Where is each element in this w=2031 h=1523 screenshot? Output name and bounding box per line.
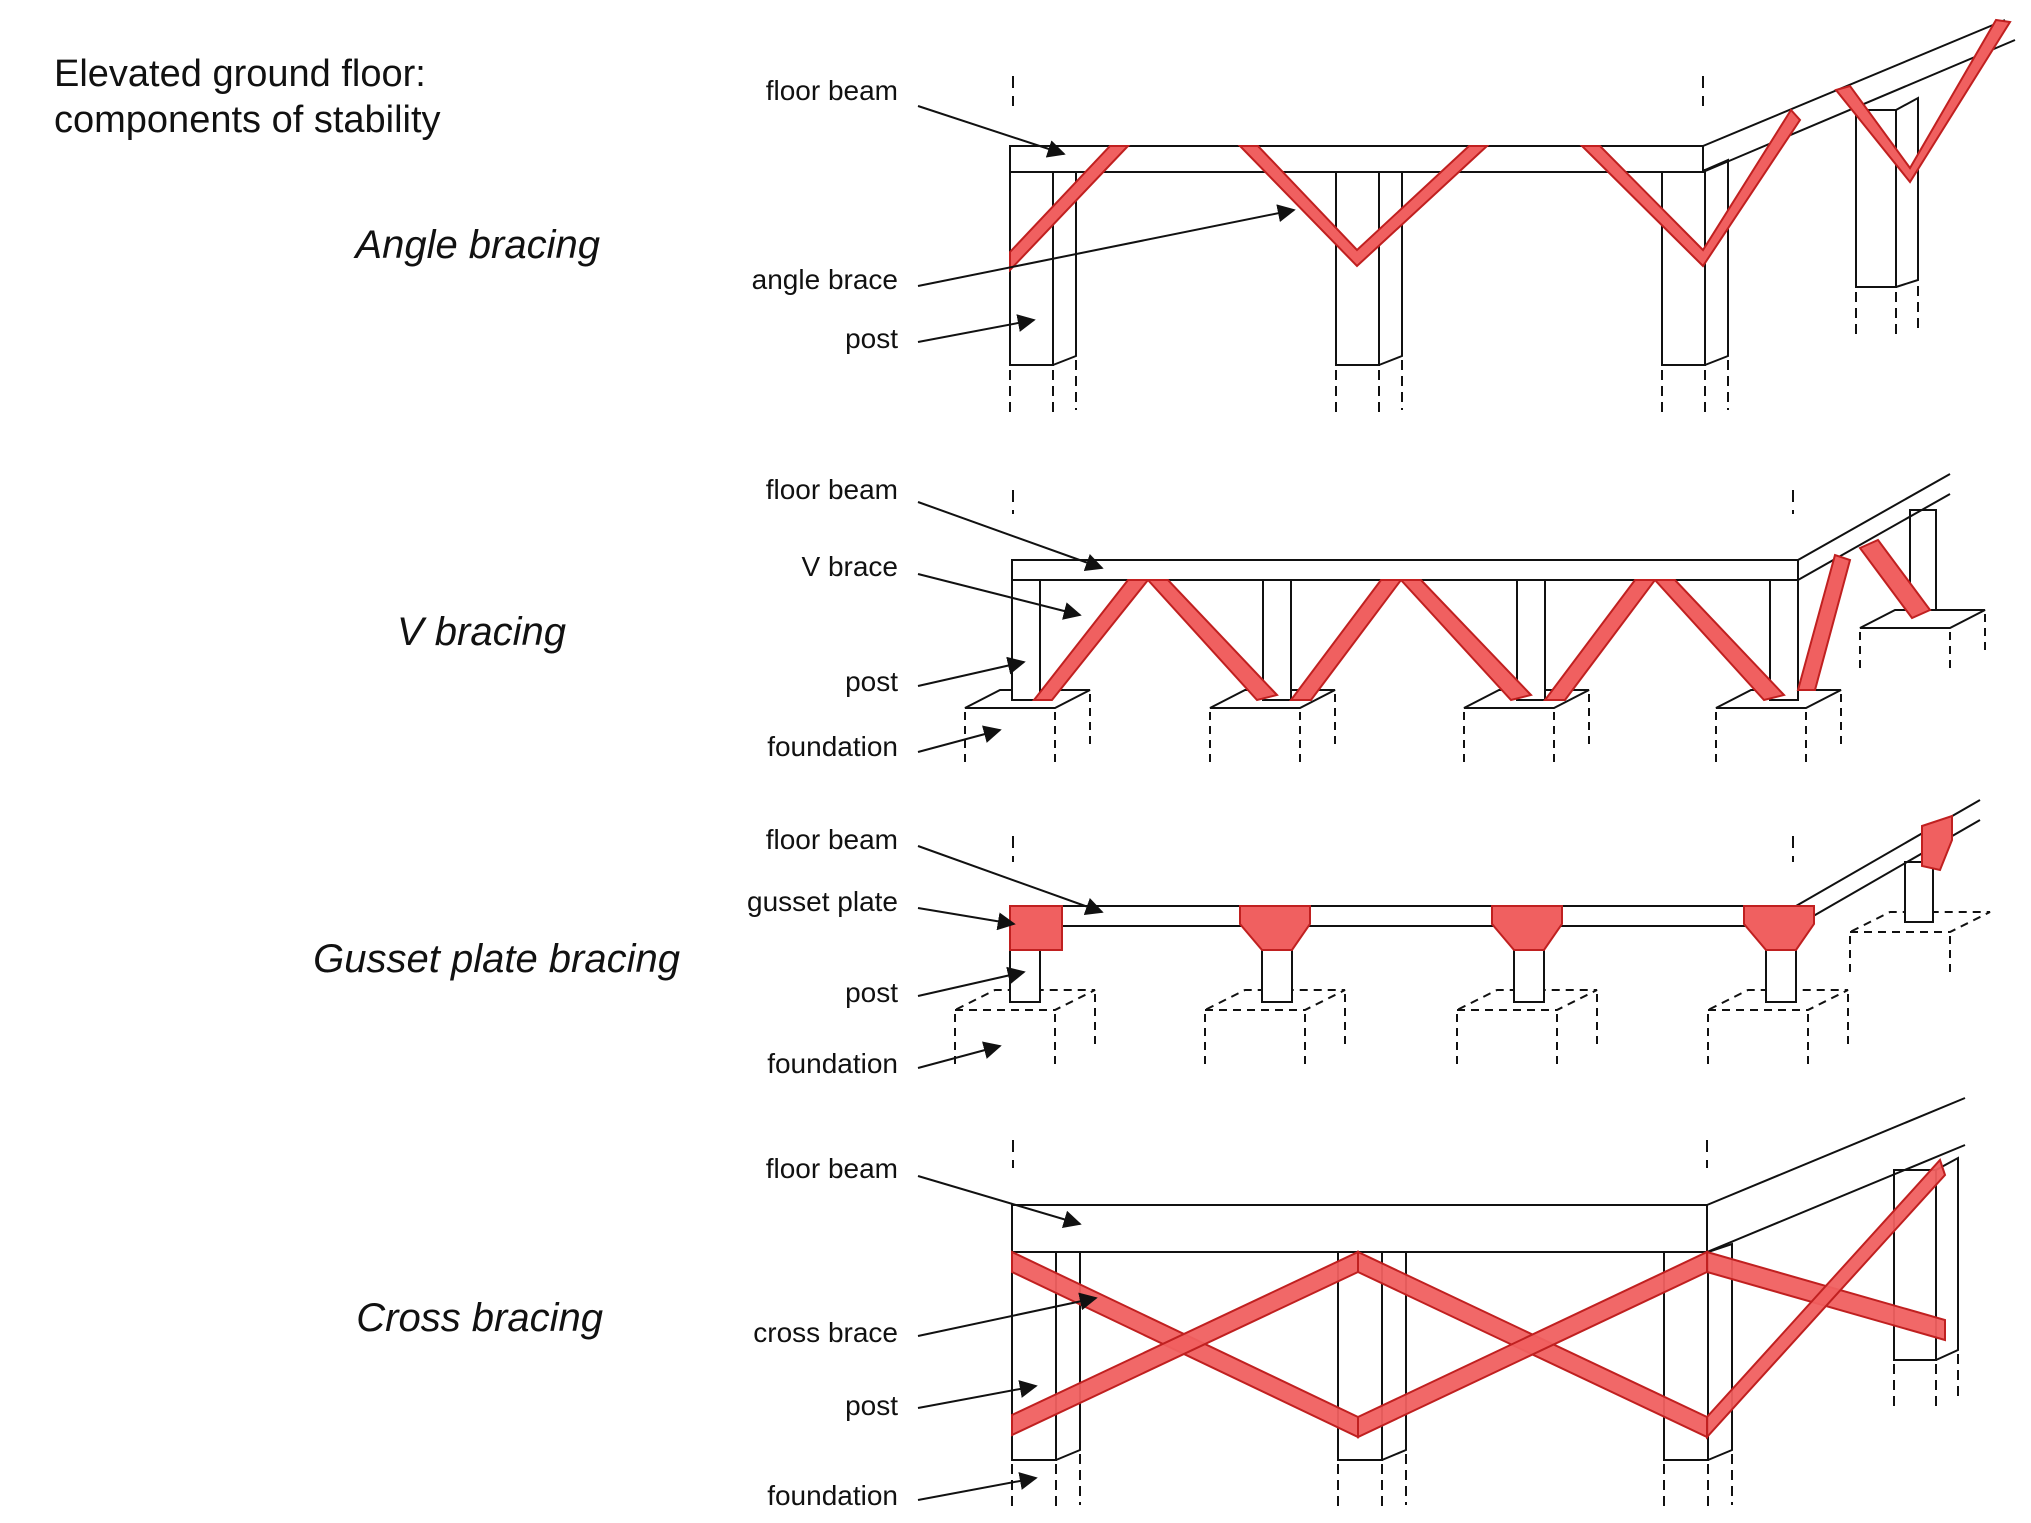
angle-bracing-structure bbox=[1009, 18, 2016, 418]
label-post-4: post bbox=[845, 1390, 898, 1421]
leader-arrows bbox=[917, 105, 1296, 1501]
label-foundation-3: foundation bbox=[767, 1048, 898, 1079]
label-post-3: post bbox=[845, 977, 898, 1008]
section-title-cross-bracing: Cross bracing bbox=[356, 1296, 603, 1340]
label-foundation-2: foundation bbox=[767, 731, 898, 762]
cross-bracing-structure bbox=[1011, 1097, 1966, 1510]
label-floor-beam-4: floor beam bbox=[766, 1153, 898, 1184]
label-cross-brace: cross brace bbox=[753, 1317, 898, 1348]
section-title-gusset-plate-bracing: Gusset plate bracing bbox=[313, 937, 680, 981]
section-title-angle-bracing: Angle bracing bbox=[353, 223, 600, 267]
gusset-plate-bracing-structure bbox=[954, 799, 1991, 1068]
v-bracing-structure bbox=[964, 473, 1986, 765]
label-post-1: post bbox=[845, 323, 898, 354]
label-gusset-plate: gusset plate bbox=[747, 886, 898, 917]
section-title-v-bracing: V bracing bbox=[397, 610, 566, 654]
label-floor-beam-1: floor beam bbox=[766, 75, 898, 106]
diagram-title-line1: Elevated ground floor: bbox=[54, 53, 426, 95]
label-floor-beam-3: floor beam bbox=[766, 824, 898, 855]
label-post-2: post bbox=[845, 666, 898, 697]
label-foundation-4: foundation bbox=[767, 1480, 898, 1511]
diagram-title-line2: components of stability bbox=[54, 99, 441, 141]
label-floor-beam-2: floor beam bbox=[766, 474, 898, 505]
label-v-brace: V brace bbox=[802, 551, 899, 582]
label-angle-brace: angle brace bbox=[752, 264, 898, 295]
